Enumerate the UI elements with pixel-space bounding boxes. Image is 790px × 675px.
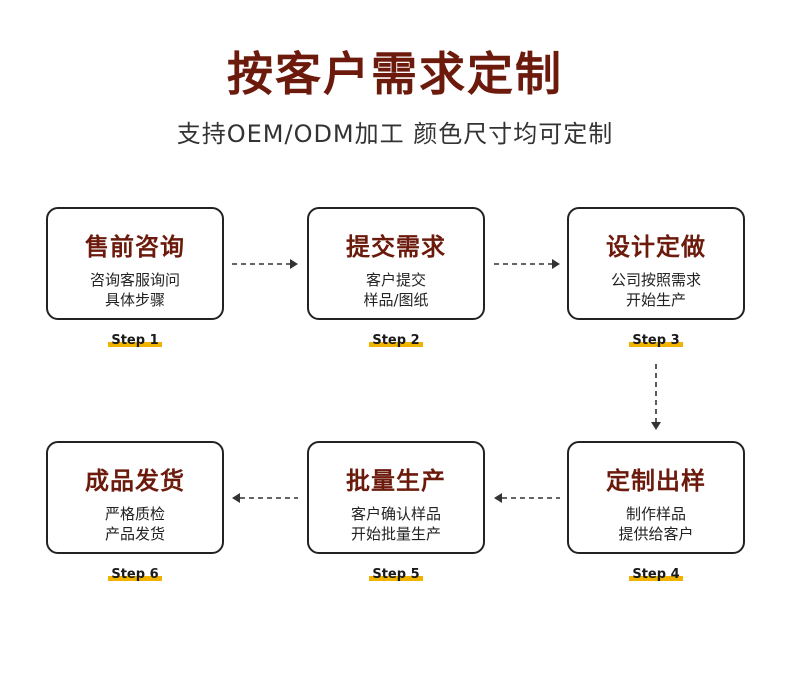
step-label-text: Step 6: [108, 567, 162, 582]
step-title: 定制出样: [606, 467, 706, 495]
step-desc-line: 咨询客服询问: [89, 271, 180, 289]
step-title: 批量生产: [346, 467, 446, 495]
arrow-down-icon: [651, 364, 661, 430]
step-label-text: Step 2: [369, 333, 423, 348]
step-label-text: Step 4: [629, 567, 683, 582]
step-label-text: Step 3: [629, 333, 683, 348]
step-box-2: 提交需求 客户提交 样品/图纸: [307, 207, 485, 320]
step-box-5: 批量生产 客户确认样品 开始批量生产: [307, 441, 485, 554]
step-desc-line: 提供给客户: [618, 525, 694, 543]
step-box-3: 设计定做 公司按照需求 开始生产: [567, 207, 745, 320]
page-subtitle: 支持OEM/ODM加工 颜色尺寸均可定制: [176, 120, 614, 148]
page-title: 按客户需求定制: [227, 47, 563, 101]
arrow-right-icon: [494, 259, 560, 269]
step-box-4: 定制出样 制作样品 提供给客户: [567, 441, 745, 554]
step-box-6: 成品发货 严格质检 产品发货: [46, 441, 224, 554]
arrow-left-icon: [232, 493, 298, 503]
step-desc-line: 公司按照需求: [610, 271, 701, 289]
step-label-4: Step 4: [596, 567, 716, 582]
step-label-3: Step 3: [596, 333, 716, 348]
arrow-left-icon: [494, 493, 560, 503]
step-label-5: Step 5: [336, 567, 456, 582]
step-title: 提交需求: [346, 233, 446, 261]
step-desc-line: 客户确认样品: [350, 505, 441, 523]
step-desc-line: 产品发货: [104, 525, 165, 543]
step-label-1: Step 1: [75, 333, 195, 348]
arrow-right-icon: [232, 259, 298, 269]
step-desc-line: 开始批量生产: [350, 525, 441, 543]
step-desc-line: 样品/图纸: [363, 291, 429, 309]
step-label-2: Step 2: [336, 333, 456, 348]
step-label-text: Step 1: [108, 333, 162, 348]
step-label-6: Step 6: [75, 567, 195, 582]
step-box-1: 售前咨询 咨询客服询问 具体步骤: [46, 207, 224, 320]
step-desc-line: 制作样品: [625, 505, 686, 523]
step-desc-line: 严格质检: [104, 505, 165, 523]
step-desc-line: 具体步骤: [104, 291, 165, 309]
step-title: 成品发货: [85, 467, 185, 495]
step-title: 设计定做: [606, 233, 706, 261]
step-desc-line: 开始生产: [625, 291, 686, 309]
step-desc-line: 客户提交: [365, 271, 426, 289]
step-label-text: Step 5: [369, 567, 423, 582]
step-title: 售前咨询: [85, 233, 185, 261]
